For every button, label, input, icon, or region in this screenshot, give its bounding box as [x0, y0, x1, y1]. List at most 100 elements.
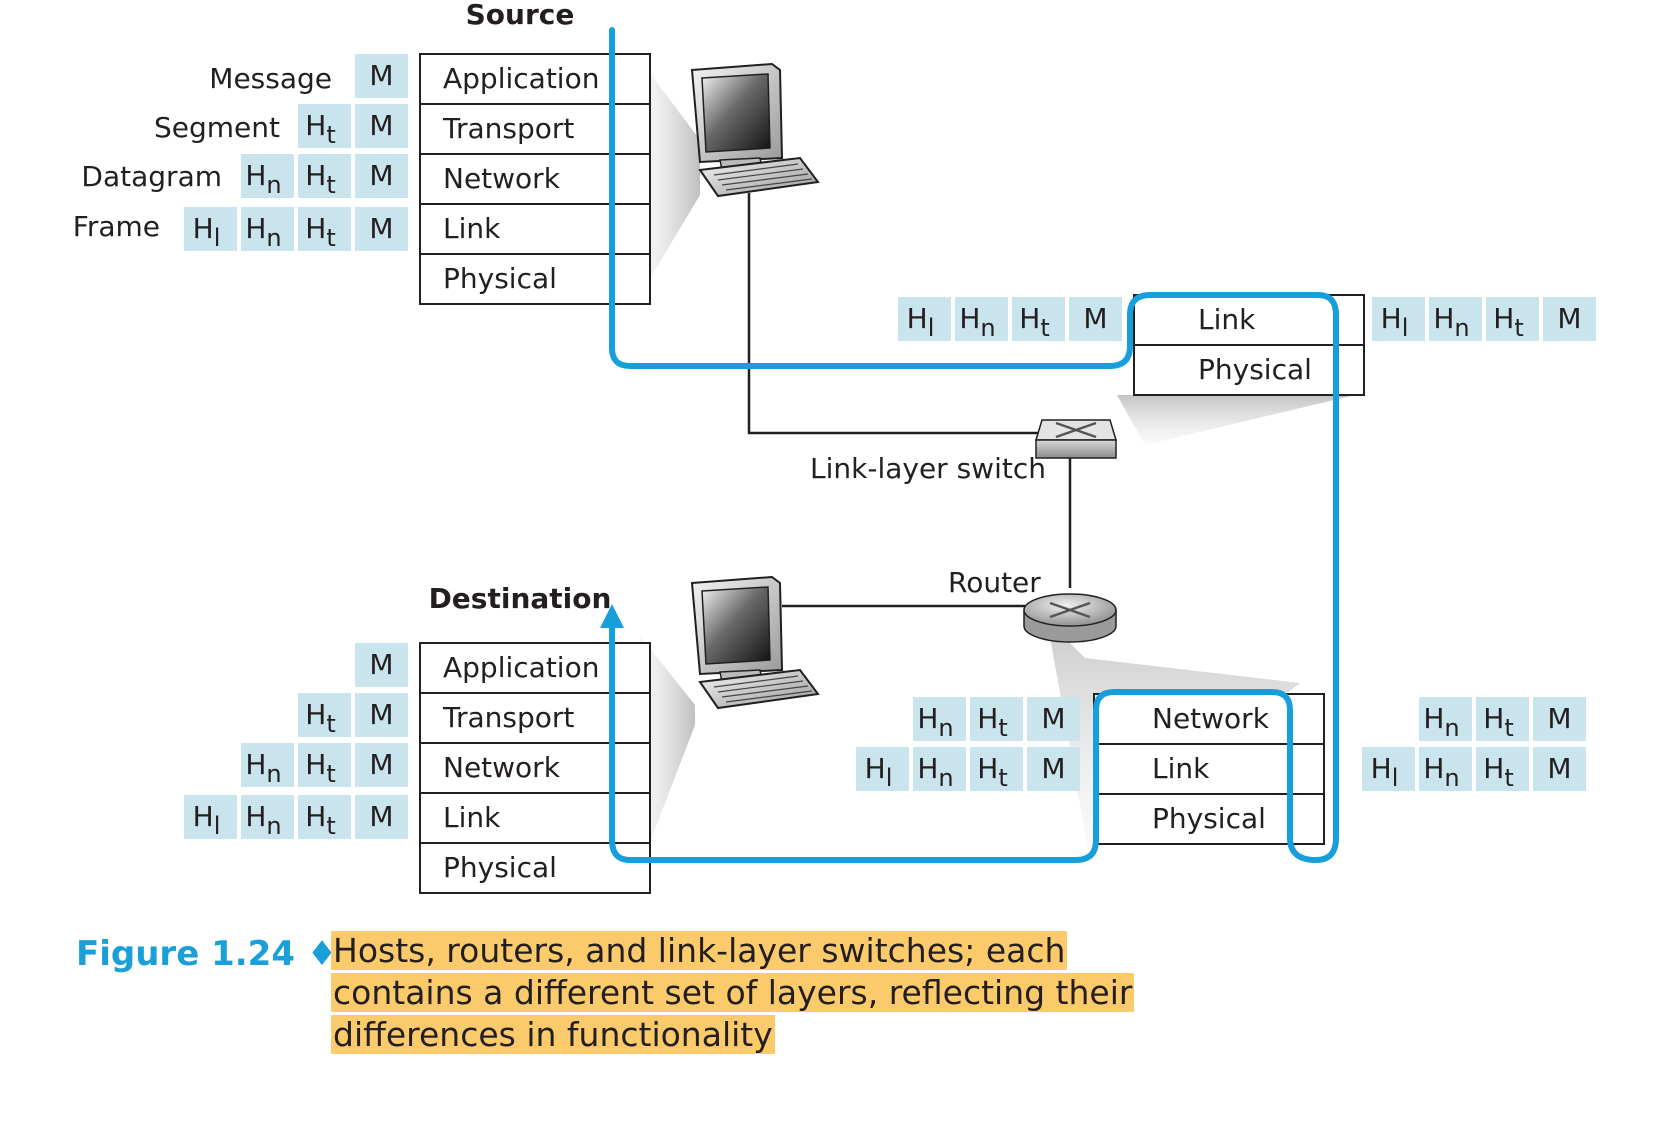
- router-out-frame-cell-ht: Ht: [1476, 747, 1529, 792]
- router-in-datagram-cell-m: M: [1027, 697, 1080, 741]
- dest-datagram-cell-m: M: [355, 743, 408, 787]
- svg-text:Ht: Ht: [305, 748, 335, 788]
- caption-text: Hosts, routers, and link-layer switches;…: [331, 931, 1135, 1054]
- router-layer-box-physical: [1093, 793, 1325, 845]
- dest-segment-cell-ht: Ht: [298, 693, 351, 738]
- router-in-frame-cell-m: M: [1027, 747, 1080, 791]
- svg-text:Hl: Hl: [865, 752, 893, 792]
- router-out-frame-cell-hn: Hn: [1419, 747, 1472, 792]
- switch-out-cell-ht: Ht: [1486, 297, 1539, 342]
- source-segment-cell-m: M: [355, 104, 408, 148]
- router-in-datagram-cell-hn: Hn: [913, 697, 966, 742]
- source-layer-label-application: Application: [443, 62, 599, 95]
- svg-text:Hn: Hn: [1423, 702, 1459, 742]
- destination-computer-icon: [690, 575, 820, 710]
- source-layer-label-link: Link: [443, 212, 501, 245]
- svg-text:Hl: Hl: [193, 212, 221, 252]
- svg-text:Hn: Hn: [959, 302, 995, 342]
- svg-text:M: M: [1083, 302, 1107, 335]
- svg-text:Ht: Ht: [1483, 752, 1513, 792]
- source-title: Source: [466, 0, 575, 31]
- svg-text:Hn: Hn: [1433, 302, 1469, 342]
- router-layer-label-network: Network: [1152, 702, 1270, 735]
- svg-text:Hn: Hn: [245, 212, 281, 252]
- data-path: [600, 27, 1339, 863]
- svg-text:Hn: Hn: [917, 702, 953, 742]
- source-layer-label-physical: Physical: [443, 262, 557, 295]
- router-out-frame-cell-m: M: [1533, 747, 1586, 791]
- svg-text:Ht: Ht: [305, 698, 335, 738]
- switch-layer-box-physical: [1133, 344, 1365, 396]
- svg-text:M: M: [1547, 752, 1571, 785]
- svg-text:M: M: [1041, 752, 1065, 785]
- dest-datagram-cell-hn: Hn: [241, 743, 294, 788]
- svg-text:Ht: Ht: [1019, 302, 1049, 342]
- switch-in-cell-hl: Hl: [898, 297, 951, 342]
- svg-text:M: M: [369, 59, 393, 92]
- source-layer-label-transport: Transport: [442, 112, 574, 145]
- svg-text:Hl: Hl: [907, 302, 935, 342]
- router-in-datagram-cell-ht: Ht: [970, 697, 1023, 742]
- svg-text:Hn: Hn: [917, 752, 953, 792]
- svg-text:M: M: [369, 698, 393, 731]
- svg-text:M: M: [1547, 702, 1571, 735]
- svg-text:M: M: [369, 800, 393, 833]
- router-label: Router: [948, 566, 1041, 599]
- switch-in-cell-ht: Ht: [1012, 297, 1065, 342]
- dest-frame-cell-hl: Hl: [184, 795, 237, 840]
- svg-text:Ht: Ht: [305, 109, 335, 149]
- switch-in-cell-m: M: [1069, 297, 1122, 341]
- svg-text:Ht: Ht: [1483, 702, 1513, 742]
- router-out-datagram-cell-m: M: [1533, 697, 1586, 741]
- source-frame-cell-m: M: [355, 207, 408, 251]
- router-in-frame-cell-hl: Hl: [856, 747, 909, 792]
- switch-label: Link-layer switch: [810, 452, 1046, 485]
- switch-in-cell-hn: Hn: [955, 297, 1008, 342]
- destination-layer-label-link: Link: [443, 801, 501, 834]
- destination-layer-label-network: Network: [443, 751, 561, 784]
- switch-layer-box-link: [1133, 294, 1365, 346]
- source-frame-cell-hn: Hn: [241, 207, 294, 252]
- svg-text:M: M: [1041, 702, 1065, 735]
- switch-out-cell-hl: Hl: [1372, 297, 1425, 342]
- router-in-frame-cell-hn: Hn: [913, 747, 966, 792]
- dest-message-cell-m: M: [355, 643, 408, 687]
- router-in-frame-cell-ht: Ht: [970, 747, 1023, 792]
- dest-frame-cell-hn: Hn: [241, 795, 294, 840]
- router-out-datagram-cell-hn: Hn: [1419, 697, 1472, 742]
- source-segment-cell-ht: Ht: [298, 104, 351, 149]
- source-layer-label-network: Network: [443, 162, 561, 195]
- unit-label-message: Message: [209, 62, 332, 95]
- router-layer-box-link: [1093, 743, 1325, 795]
- switch-layer-label-link: Link: [1198, 303, 1256, 336]
- svg-text:Hl: Hl: [193, 800, 221, 840]
- svg-text:Hl: Hl: [1381, 302, 1409, 342]
- source-frame-cell-ht: Ht: [298, 207, 351, 252]
- destination-layer-label-transport: Transport: [442, 701, 574, 734]
- caption-label: Figure 1.24 ♦: [76, 934, 338, 974]
- destination-layer-label-physical: Physical: [443, 851, 557, 884]
- unit-label-segment: Segment: [154, 111, 280, 144]
- router-out-datagram-cell-ht: Ht: [1476, 697, 1529, 742]
- router-icon: [1023, 593, 1117, 643]
- svg-text:Ht: Ht: [977, 702, 1007, 742]
- svg-text:M: M: [369, 159, 393, 192]
- unit-label-datagram: Datagram: [81, 160, 222, 193]
- dest-datagram-cell-ht: Ht: [298, 743, 351, 788]
- svg-text:Ht: Ht: [1493, 302, 1523, 342]
- switch-layer-label-physical: Physical: [1198, 353, 1312, 386]
- svg-text:M: M: [369, 648, 393, 681]
- router-layer-label-physical: Physical: [1152, 802, 1266, 835]
- source-message-cell-m: M: [355, 54, 408, 98]
- source-frame-cell-hl: Hl: [184, 207, 237, 252]
- source-datagram-cell-ht: Ht: [298, 154, 351, 199]
- source-datagram-cell-hn: Hn: [241, 154, 294, 199]
- router-out-frame-cell-hl: Hl: [1362, 747, 1415, 792]
- svg-text:M: M: [369, 748, 393, 781]
- caption-text-block: Hosts, routers, and link-layer switches;…: [331, 930, 1161, 1056]
- unit-label-frame: Frame: [73, 210, 160, 243]
- svg-text:M: M: [1557, 302, 1581, 335]
